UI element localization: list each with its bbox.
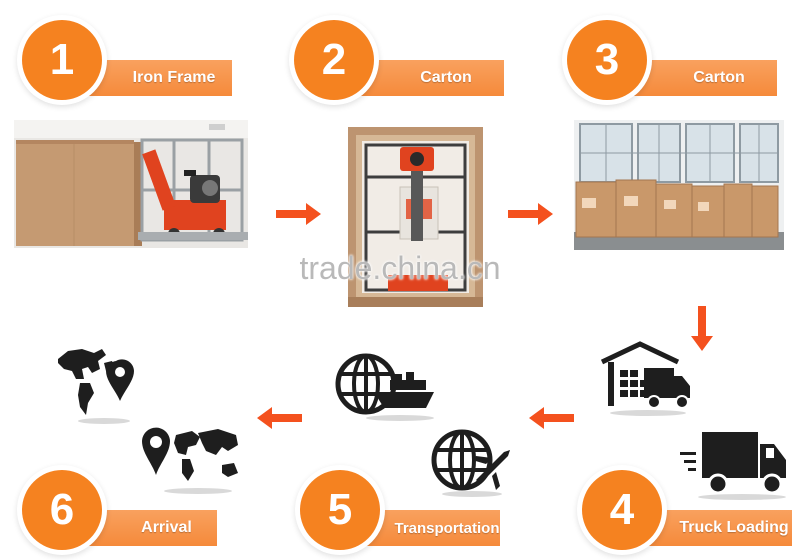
arrow-right-2: [508, 203, 553, 225]
delivery-truck-icon: [680, 432, 786, 500]
carton-open-illustration: [348, 127, 483, 307]
globe-ship-icon: [335, 353, 434, 421]
arrow-left-1: [529, 407, 574, 429]
step-6-label: Arrival: [141, 519, 192, 536]
step-5-bar: Transportation: [360, 510, 500, 546]
step-5-number: 5: [300, 470, 380, 550]
step-3-label: Carton: [693, 69, 745, 86]
step-2-number: 2: [294, 20, 374, 100]
step-3: Carton 3: [567, 20, 777, 100]
step-3-number: 3: [567, 20, 647, 100]
globe-plane-icon: [431, 429, 510, 497]
world-map-pin-icon: [142, 427, 238, 494]
step-4-number: 4: [582, 470, 662, 550]
step-4: Truck Loading 4: [582, 470, 792, 550]
step-6-bar: Arrival: [82, 510, 217, 546]
step-1-number: 1: [22, 20, 102, 100]
step-2-label: Carton: [420, 69, 472, 86]
step-1: Iron Frame 1: [22, 20, 232, 100]
arrow-down: [691, 306, 713, 351]
carton-stack-photo: [574, 120, 784, 250]
step-6-number: 6: [22, 470, 102, 550]
step-4-bar: Truck Loading: [642, 510, 792, 546]
arrow-left-2: [257, 407, 302, 429]
world-map-pin-icon: [58, 349, 134, 424]
step-4-label: Truck Loading: [679, 519, 789, 536]
step-6: Arrival 6: [22, 470, 232, 550]
step-1-bar: Iron Frame: [82, 60, 232, 96]
step-2: Carton 2: [294, 20, 504, 100]
arrow-right-1: [276, 203, 321, 225]
step-2-bar: Carton: [354, 60, 504, 96]
step-1-label: Iron Frame: [132, 69, 216, 86]
carton-stack-illustration: [574, 120, 784, 250]
iron-frame-illustration: [14, 120, 248, 248]
step-3-bar: Carton: [627, 60, 777, 96]
carton-open-photo: [348, 127, 483, 307]
watermark-text: trade.china.cn: [299, 250, 501, 286]
step-5-label: Transportation: [394, 519, 500, 537]
iron-frame-photo: [14, 120, 248, 248]
warehouse-truck-icon: [600, 341, 690, 416]
step-5: Transportation 5: [300, 470, 510, 550]
